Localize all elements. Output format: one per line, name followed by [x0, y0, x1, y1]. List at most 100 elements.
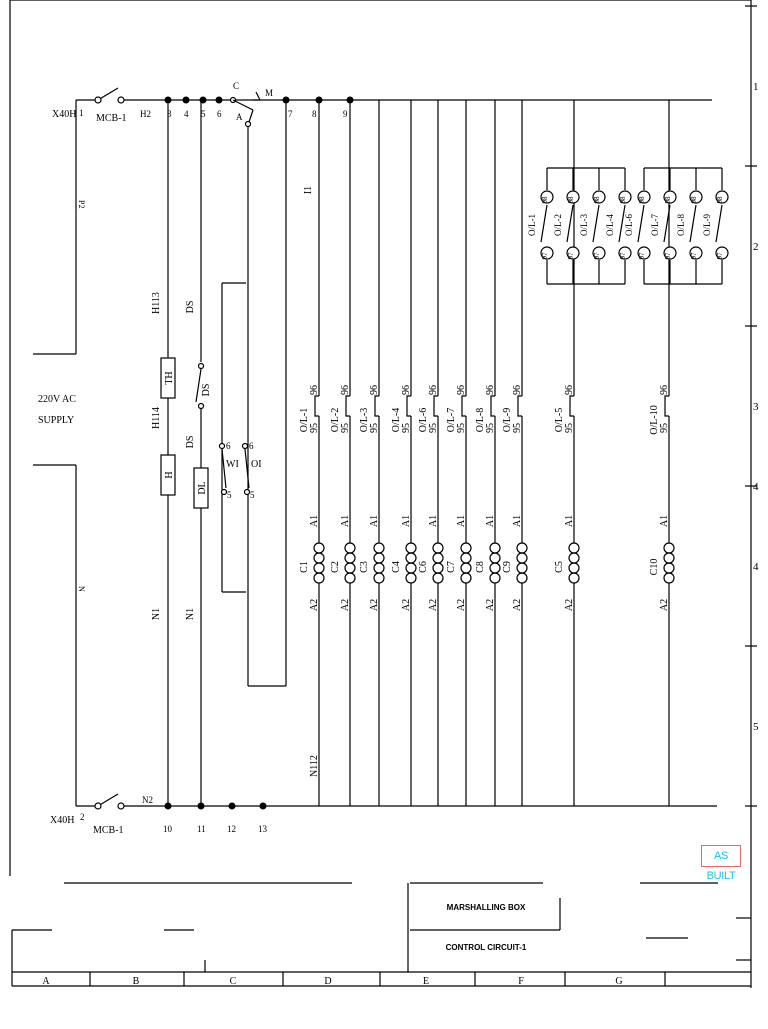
overload-label: O/L-2: [330, 408, 341, 432]
pin-label: 98: [567, 196, 575, 204]
coil-icon: [405, 542, 417, 554]
pin-label: A2: [485, 599, 496, 611]
contact-blade: [663, 204, 671, 243]
coil-icon: [568, 552, 580, 564]
coil-icon: [568, 562, 580, 574]
coil-icon: [489, 542, 501, 554]
wire-label: N: [77, 586, 86, 592]
pin-label: 96: [485, 385, 496, 395]
pin-label: 95: [485, 423, 496, 433]
coil-icon: [344, 552, 356, 564]
pin-label: 98: [638, 196, 646, 204]
pin-label: A1: [428, 515, 439, 527]
column-letter: D: [324, 976, 331, 987]
aux-contact-label: O/L-7: [650, 214, 660, 236]
coil-icon: [313, 562, 325, 574]
terminal-icon: [566, 246, 580, 260]
row-number: 4: [753, 561, 759, 573]
contact-blade: [715, 204, 723, 243]
coil-label: C9: [502, 561, 513, 573]
branch-labels: H113 H114 N1 N1 DS DS DS I1 N112 TH H DL…: [151, 186, 320, 777]
node-number: 5: [201, 109, 206, 119]
coil-label: C8: [475, 561, 486, 573]
selector-switch: [229, 91, 287, 687]
coil-icon: [516, 562, 528, 574]
coil-label: C3: [359, 561, 370, 573]
pin-label: 97: [593, 252, 601, 260]
pin-label: 96: [512, 385, 523, 395]
aux-contact-label: O/L-6: [624, 214, 634, 236]
pin-label: A1: [340, 515, 351, 527]
overload-label: O/L-5: [554, 408, 565, 432]
phase-terminal-label: X40H: [52, 109, 76, 120]
terminal-icon: [566, 190, 580, 204]
coil-icon: [460, 572, 472, 584]
coil-icon: [516, 572, 528, 584]
overload-label: O/L-7: [446, 408, 457, 432]
coil-label: C6: [418, 561, 429, 573]
pin-label: 98: [690, 196, 698, 204]
coil-icon: [373, 572, 385, 584]
coil-icon: [344, 542, 356, 554]
coil-icon: [373, 562, 385, 574]
terminal-icon: [637, 190, 651, 204]
pin-label: 98: [593, 196, 601, 204]
pin-label: A1: [659, 515, 670, 527]
device-label: H: [164, 471, 175, 478]
auxiliary-contacts: 9897O/L-19897O/L-29897O/L-39897O/L-49897…: [527, 167, 729, 285]
pin-label: 5: [227, 490, 232, 500]
wire-label: I1: [303, 186, 314, 194]
pin-label: A2: [340, 599, 351, 611]
phase-mcb-label: MCB-1: [96, 113, 127, 124]
coil-icon: [568, 572, 580, 584]
pin-label: A1: [456, 515, 467, 527]
pin-label: 97: [541, 252, 549, 260]
selector-label: M: [265, 88, 273, 98]
overload-label: O/L-3: [359, 408, 370, 432]
coil-icon: [460, 562, 472, 574]
aux-contact: 98 97 O/L-6: [624, 168, 651, 284]
pin-label: A2: [309, 599, 320, 611]
node-number: 7: [288, 109, 293, 119]
aux-contact-label: O/L-2: [553, 214, 563, 236]
title-block-text: MARSHALLING BOX CONTROL CIRCUIT-1 A B C …: [42, 903, 622, 987]
contact-blade: [540, 204, 548, 243]
terminal-icon: [540, 246, 554, 260]
coil-icon: [432, 562, 444, 574]
wire-label: N1: [185, 608, 196, 620]
pin-label: A1: [401, 515, 412, 527]
pin-label: 98: [541, 196, 549, 204]
device-label: WI: [226, 459, 239, 470]
node-number: 10: [163, 824, 173, 834]
coil-label: C5: [554, 561, 565, 573]
pin-label: 95: [659, 423, 670, 433]
pin-label: A2: [401, 599, 412, 611]
pin-label: 95: [369, 423, 380, 433]
pin-label: 96: [428, 385, 439, 395]
node-number: 12: [227, 824, 236, 834]
neutral-mcb-label: MCB-1: [93, 825, 124, 836]
coil-icon: [344, 572, 356, 584]
coil-icon: [313, 552, 325, 564]
overload-contact: [406, 395, 411, 417]
overload-label: O/L-6: [418, 408, 429, 432]
row-number: 5: [753, 721, 759, 733]
column-letter: E: [423, 976, 429, 987]
node-numbers: 3 4 5 6 7 8 9 10 11 12 13: [163, 109, 348, 834]
coil-icon: [516, 542, 528, 554]
wire-label: N1: [151, 608, 162, 620]
pin-label: 97: [638, 252, 646, 260]
pin-label: 98: [716, 196, 724, 204]
overload-label: O/L-8: [475, 408, 486, 432]
pin-label: 96: [564, 385, 575, 395]
